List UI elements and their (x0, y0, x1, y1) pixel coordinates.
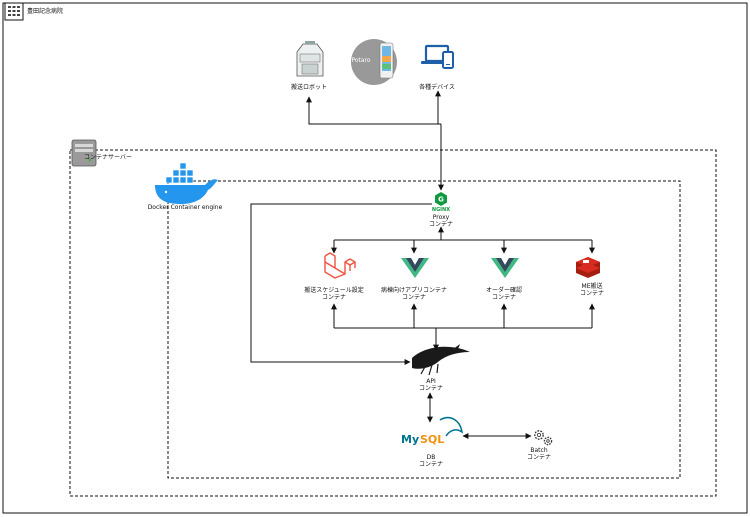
docker-label: Docker Container engine (147, 204, 223, 211)
edge-robot-proxy (306, 96, 441, 125)
db-label: DB (426, 454, 436, 461)
container-server-boundary (69, 149, 717, 497)
proxy-sublabel: コンテナ (428, 221, 453, 228)
building-icon (4, 2, 24, 21)
schedule-label: 搬送スケジュール設定 (304, 287, 364, 294)
potaro-text: Potaro (351, 57, 371, 64)
docker-whale-icon (155, 162, 218, 205)
connectors (250, 90, 595, 439)
db-sublabel: コンテナ (418, 461, 443, 468)
me-label: ME搬送 (581, 283, 603, 290)
server-icon (71, 139, 97, 167)
api-bird-icon (412, 344, 470, 376)
devices-icon (421, 44, 454, 69)
schedule-sublabel: コンテナ (321, 294, 346, 301)
devices-label: 各種デバイス (419, 84, 455, 91)
edge-proxy-api-loop (250, 203, 432, 365)
gears-icon (534, 430, 553, 446)
laravel-icon (324, 252, 356, 279)
robot-icon (296, 41, 324, 77)
vue-icon-ward (401, 258, 429, 278)
vue-icon-order (491, 258, 519, 278)
ward-sublabel: コンテナ (401, 294, 426, 301)
batch-sublabel: コンテナ (526, 454, 551, 461)
nginx-icon: G (435, 192, 447, 206)
hospital-label: 豊田記念病院 (27, 8, 64, 15)
me-sublabel: コンテナ (579, 290, 604, 297)
mysql-logo-sql: SQL (420, 433, 445, 446)
api-label: API (426, 378, 436, 385)
svg-text:G: G (438, 196, 444, 204)
order-sublabel: コンテナ (491, 294, 516, 301)
ward-label: 病棟向けアプリコンテナ (380, 287, 447, 294)
mysql-icon (439, 416, 464, 437)
robot-label: 搬送ロボット (290, 84, 327, 91)
order-label: オーダー確認 (485, 287, 522, 294)
docker-engine-boundary (167, 180, 681, 479)
redis-icon (576, 257, 600, 278)
api-sublabel: コンテナ (418, 385, 443, 392)
mysql-logo-my: My (401, 433, 420, 446)
proxy-label: Proxy (432, 214, 450, 221)
nginx-logo-text: NGINX (431, 207, 451, 213)
potaro-icon (351, 39, 397, 85)
server-label: コンテナサーバー (84, 154, 132, 161)
batch-label: Batch (530, 447, 548, 454)
